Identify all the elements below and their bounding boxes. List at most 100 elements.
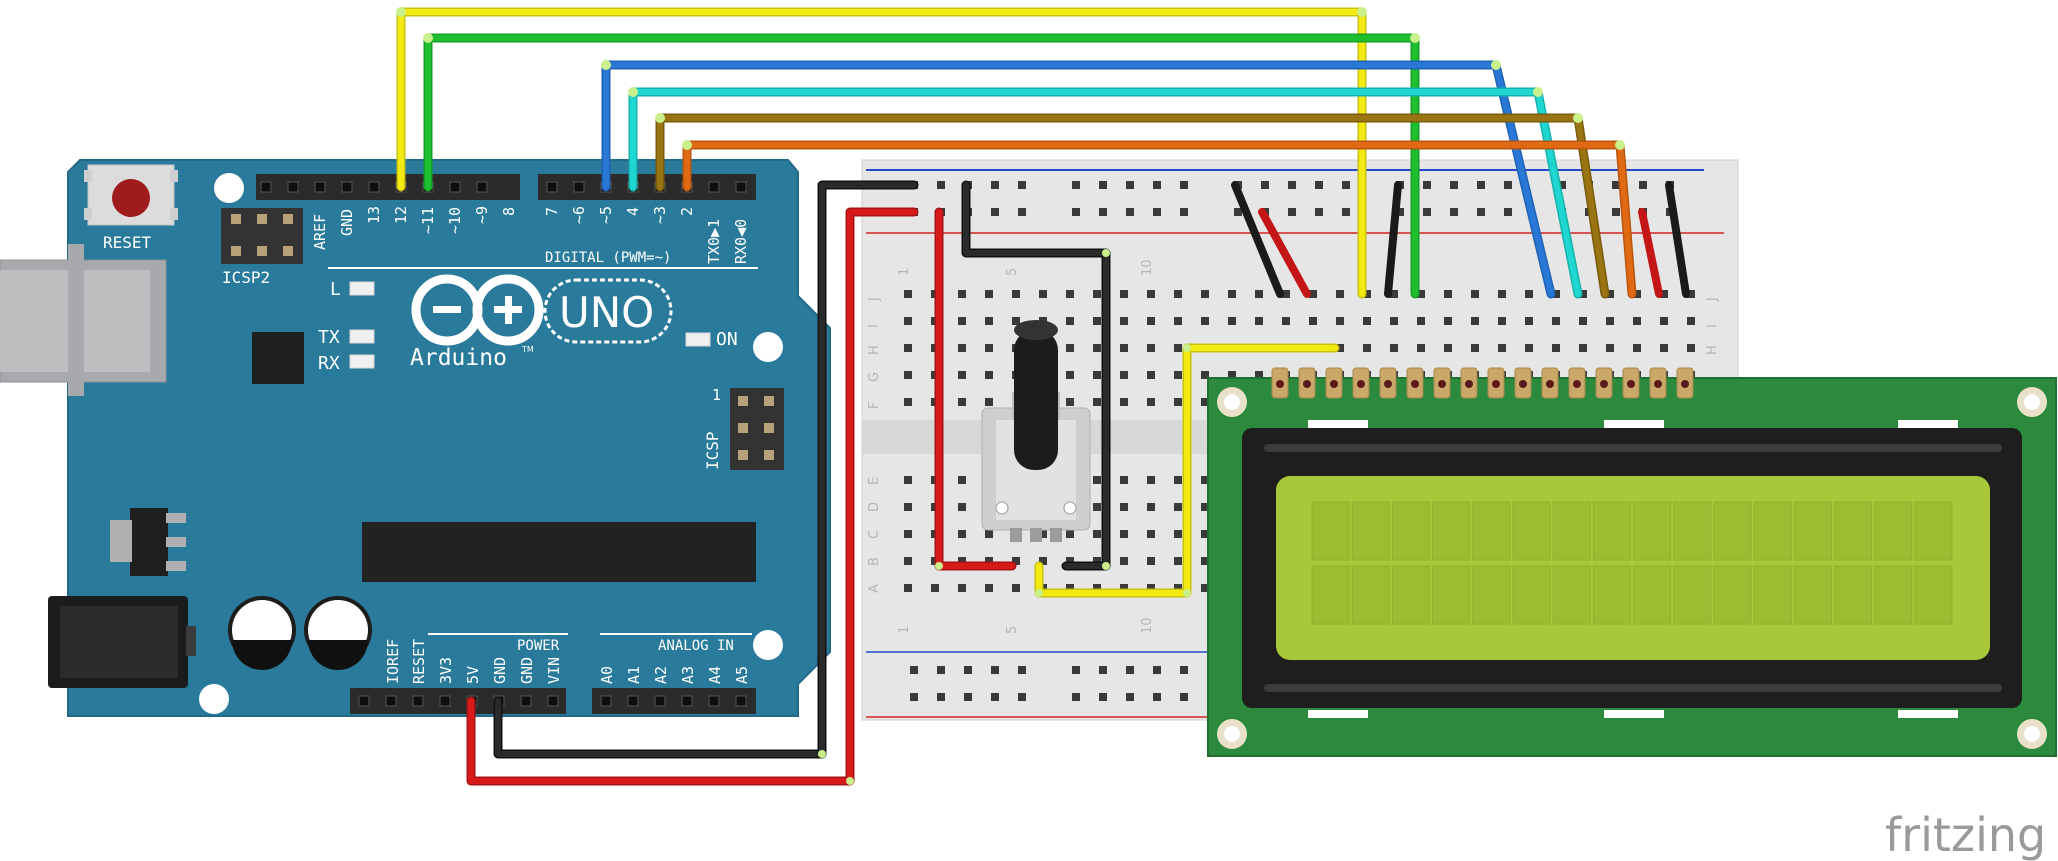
breadboard-hole[interactable]	[1093, 557, 1101, 565]
header-pin[interactable]	[314, 181, 326, 193]
breadboard-hole[interactable]	[1093, 290, 1101, 298]
breadboard-rail-hole[interactable]	[1153, 666, 1161, 674]
breadboard-hole[interactable]	[1093, 317, 1101, 325]
breadboard-hole[interactable]	[1147, 557, 1155, 565]
header-pin[interactable]	[600, 695, 612, 707]
breadboard-rail-hole[interactable]	[1099, 693, 1107, 701]
breadboard-hole[interactable]	[904, 344, 912, 352]
breadboard-hole[interactable]	[1390, 344, 1398, 352]
header-pin[interactable]	[341, 181, 353, 193]
breadboard-rail-hole[interactable]	[1018, 666, 1026, 674]
breadboard-hole[interactable]	[1579, 290, 1587, 298]
breadboard-hole[interactable]	[1471, 344, 1479, 352]
breadboard-hole[interactable]	[1120, 530, 1128, 538]
breadboard-hole[interactable]	[1066, 344, 1074, 352]
breadboard-hole[interactable]	[958, 398, 966, 406]
breadboard-hole[interactable]	[1120, 317, 1128, 325]
breadboard-hole[interactable]	[1552, 317, 1560, 325]
breadboard-hole[interactable]	[1174, 476, 1182, 484]
header-pin[interactable]	[547, 695, 559, 707]
breadboard-hole[interactable]	[1633, 290, 1641, 298]
breadboard-hole[interactable]	[1417, 290, 1425, 298]
header-pin[interactable]	[439, 695, 451, 707]
breadboard-hole[interactable]	[1147, 290, 1155, 298]
breadboard-rail-hole[interactable]	[1504, 208, 1512, 216]
breadboard-hole[interactable]	[1147, 317, 1155, 325]
breadboard-hole[interactable]	[1228, 371, 1236, 379]
breadboard-rail-hole[interactable]	[1072, 693, 1080, 701]
breadboard-hole[interactable]	[1309, 290, 1317, 298]
breadboard-hole[interactable]	[1498, 290, 1506, 298]
breadboard-rail-hole[interactable]	[1018, 208, 1026, 216]
breadboard-hole[interactable]	[985, 290, 993, 298]
breadboard-rail-hole[interactable]	[991, 208, 999, 216]
breadboard-hole[interactable]	[1498, 317, 1506, 325]
breadboard-hole[interactable]	[1147, 530, 1155, 538]
breadboard-rail-hole[interactable]	[991, 666, 999, 674]
breadboard-hole[interactable]	[1660, 344, 1668, 352]
breadboard-hole[interactable]	[904, 557, 912, 565]
breadboard-hole[interactable]	[958, 344, 966, 352]
breadboard-rail-hole[interactable]	[1180, 181, 1188, 189]
header-pin[interactable]	[654, 695, 666, 707]
breadboard-rail-hole[interactable]	[1153, 208, 1161, 216]
header-pin[interactable]	[627, 695, 639, 707]
breadboard-hole[interactable]	[1201, 557, 1209, 565]
breadboard-rail-hole[interactable]	[1099, 208, 1107, 216]
breadboard-hole[interactable]	[1417, 344, 1425, 352]
breadboard-rail-hole[interactable]	[1099, 666, 1107, 674]
breadboard-rail-hole[interactable]	[1396, 208, 1404, 216]
breadboard-rail-hole[interactable]	[1450, 181, 1458, 189]
header-pin[interactable]	[287, 181, 299, 193]
breadboard-rail-hole[interactable]	[1018, 181, 1026, 189]
breadboard-hole[interactable]	[1444, 317, 1452, 325]
breadboard-hole[interactable]	[904, 290, 912, 298]
breadboard-hole[interactable]	[1066, 290, 1074, 298]
breadboard-rail-hole[interactable]	[910, 666, 918, 674]
breadboard-hole[interactable]	[1147, 344, 1155, 352]
wire-black-jumper[interactable]	[1665, 181, 1690, 298]
reset-button[interactable]	[84, 164, 178, 226]
breadboard-hole[interactable]	[1444, 344, 1452, 352]
breadboard-hole[interactable]	[1336, 317, 1344, 325]
breadboard-rail-hole[interactable]	[1126, 208, 1134, 216]
breadboard-hole[interactable]	[958, 371, 966, 379]
breadboard-hole[interactable]	[958, 557, 966, 565]
breadboard-hole[interactable]	[1120, 584, 1128, 592]
breadboard-hole[interactable]	[1363, 344, 1371, 352]
breadboard-rail-hole[interactable]	[964, 666, 972, 674]
breadboard-rail-hole[interactable]	[1558, 181, 1566, 189]
header-pin[interactable]	[449, 181, 461, 193]
breadboard-hole[interactable]	[1201, 371, 1209, 379]
breadboard-hole[interactable]	[1201, 398, 1209, 406]
breadboard-hole[interactable]	[1147, 476, 1155, 484]
wire-red-jumper[interactable]	[1638, 208, 1663, 298]
wire-black-jumper[interactable]	[1231, 181, 1284, 298]
breadboard-hole[interactable]	[985, 584, 993, 592]
breadboard-rail-hole[interactable]	[1288, 208, 1296, 216]
breadboard-hole[interactable]	[1606, 290, 1614, 298]
breadboard-hole[interactable]	[1066, 557, 1074, 565]
breadboard-hole[interactable]	[1282, 317, 1290, 325]
breadboard-hole[interactable]	[958, 503, 966, 511]
breadboard-hole[interactable]	[1012, 290, 1020, 298]
header-pin[interactable]	[412, 695, 424, 707]
breadboard-rail-hole[interactable]	[937, 666, 945, 674]
breadboard-hole[interactable]	[958, 476, 966, 484]
breadboard-hole[interactable]	[1120, 476, 1128, 484]
wire-red-jumper[interactable]	[1258, 208, 1311, 298]
breadboard-hole[interactable]	[1174, 290, 1182, 298]
breadboard-rail-hole[interactable]	[1477, 208, 1485, 216]
breadboard-hole[interactable]	[1390, 317, 1398, 325]
breadboard-hole[interactable]	[1633, 317, 1641, 325]
breadboard-hole[interactable]	[1579, 344, 1587, 352]
breadboard-rail-hole[interactable]	[1315, 208, 1323, 216]
breadboard-rail-hole[interactable]	[1423, 208, 1431, 216]
breadboard-hole[interactable]	[1498, 344, 1506, 352]
breadboard-hole[interactable]	[1606, 317, 1614, 325]
breadboard-hole[interactable]	[1201, 503, 1209, 511]
breadboard-hole[interactable]	[1228, 290, 1236, 298]
breadboard-hole[interactable]	[904, 503, 912, 511]
breadboard-hole[interactable]	[1093, 371, 1101, 379]
breadboard-hole[interactable]	[1174, 371, 1182, 379]
